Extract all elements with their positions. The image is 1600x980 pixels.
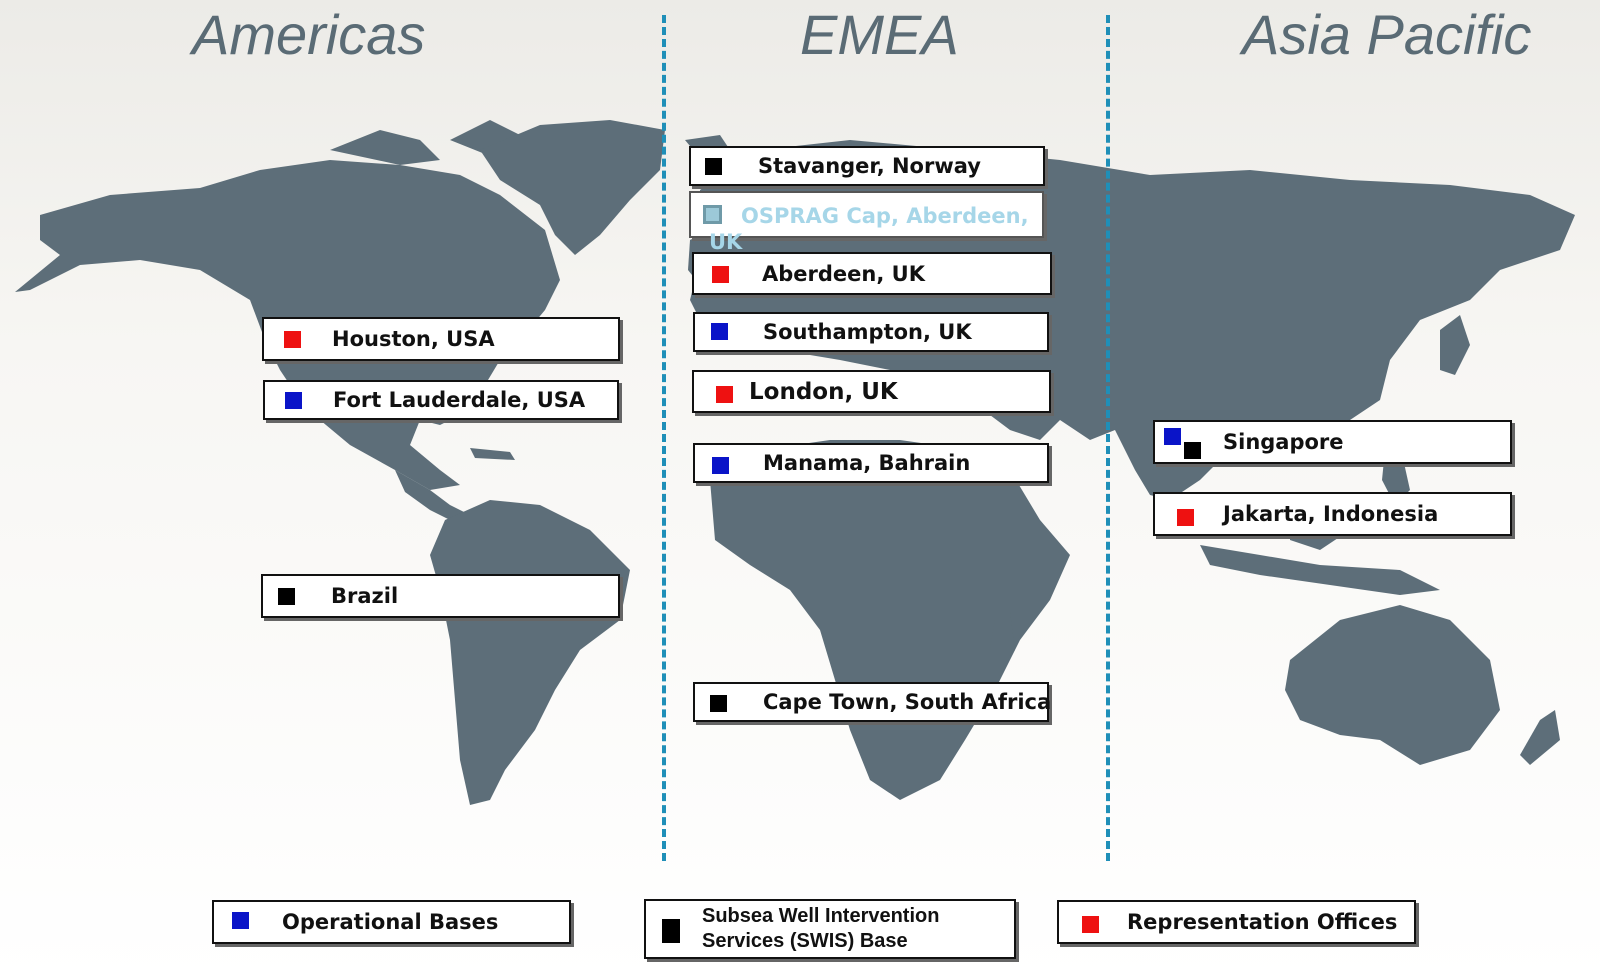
legend-label: Representation Offices [1127,910,1398,934]
representation-office-marker [716,386,733,403]
osprag-cap-marker [703,205,722,224]
indonesia-islands [1200,545,1440,595]
location-label: Houston, USA [332,327,495,351]
operational-base-marker [285,392,302,409]
legend-label: Operational Bases [282,910,499,934]
region-divider-right [1106,15,1110,861]
location-southampton: Southampton, UK [693,312,1049,352]
new-zealand-landmass [1520,710,1560,765]
region-title-asia-pacific: Asia Pacific [1242,3,1532,66]
location-label: Stavanger, Norway [758,154,981,178]
location-cape-town: Cape Town, South Africa [693,682,1052,722]
location-fort-lauderdale: Fort Lauderdale, USA [263,380,619,420]
swis-base-marker [710,695,727,712]
location-label: Fort Lauderdale, USA [333,388,586,412]
location-label: Jakarta, Indonesia [1223,502,1439,526]
location-label: Manama, Bahrain [763,451,971,475]
region-divider-left [662,15,666,861]
legend-representation-offices: Representation Offices [1057,900,1416,944]
madagascar-landmass [990,610,1015,670]
location-label: Southampton, UK [763,320,972,344]
location-label: Cape Town, South Africa [763,690,1052,714]
operational-base-marker [711,323,728,340]
location-jakarta: Jakarta, Indonesia [1153,492,1512,536]
location-label: London, UK [749,378,898,405]
legend-label: Subsea Well Intervention Services (SWIS)… [702,905,940,952]
representation-office-marker [284,331,301,348]
caribbean-islands [470,448,515,460]
location-houston: Houston, USA [262,317,620,361]
location-osprag: OSPRAG Cap, Aberdeen, UK [689,191,1044,254]
location-label: Singapore [1223,430,1344,454]
japan-landmass [1440,315,1470,375]
swis-base-marker [278,588,295,605]
region-title-americas: Americas [192,3,426,66]
africa-landmass [710,440,1070,800]
operational-base-marker [712,457,729,474]
representation-office-marker [712,266,729,283]
region-title-emea: EMEA [800,3,959,66]
greenland-landmass [480,120,665,255]
location-label: Aberdeen, UK [762,261,925,286]
location-london: London, UK [692,370,1051,413]
location-singapore: Singapore [1153,420,1512,464]
legend-operational-bases: Operational Bases [212,900,571,944]
australia-landmass [1285,605,1500,765]
representation-office-legend-marker [1082,916,1099,933]
swis-base-marker [1184,442,1201,459]
location-manama: Manama, Bahrain [693,443,1049,483]
location-label: OSPRAG Cap, Aberdeen, UK [709,204,1029,254]
representation-office-marker [1177,509,1194,526]
swis-base-legend-marker [662,919,680,943]
arctic-islands [330,130,440,165]
legend-swis-base: Subsea Well Intervention Services (SWIS)… [644,899,1016,959]
south-america-landmass [430,500,630,805]
central-america-landmass [395,470,470,525]
location-label: Brazil [331,584,399,608]
operational-base-legend-marker [232,912,249,929]
location-stavanger: Stavanger, Norway [689,146,1045,186]
operational-base-marker [1164,428,1181,445]
location-brazil: Brazil [261,574,620,618]
location-aberdeen: Aberdeen, UK [692,252,1052,295]
swis-base-marker [705,158,722,175]
